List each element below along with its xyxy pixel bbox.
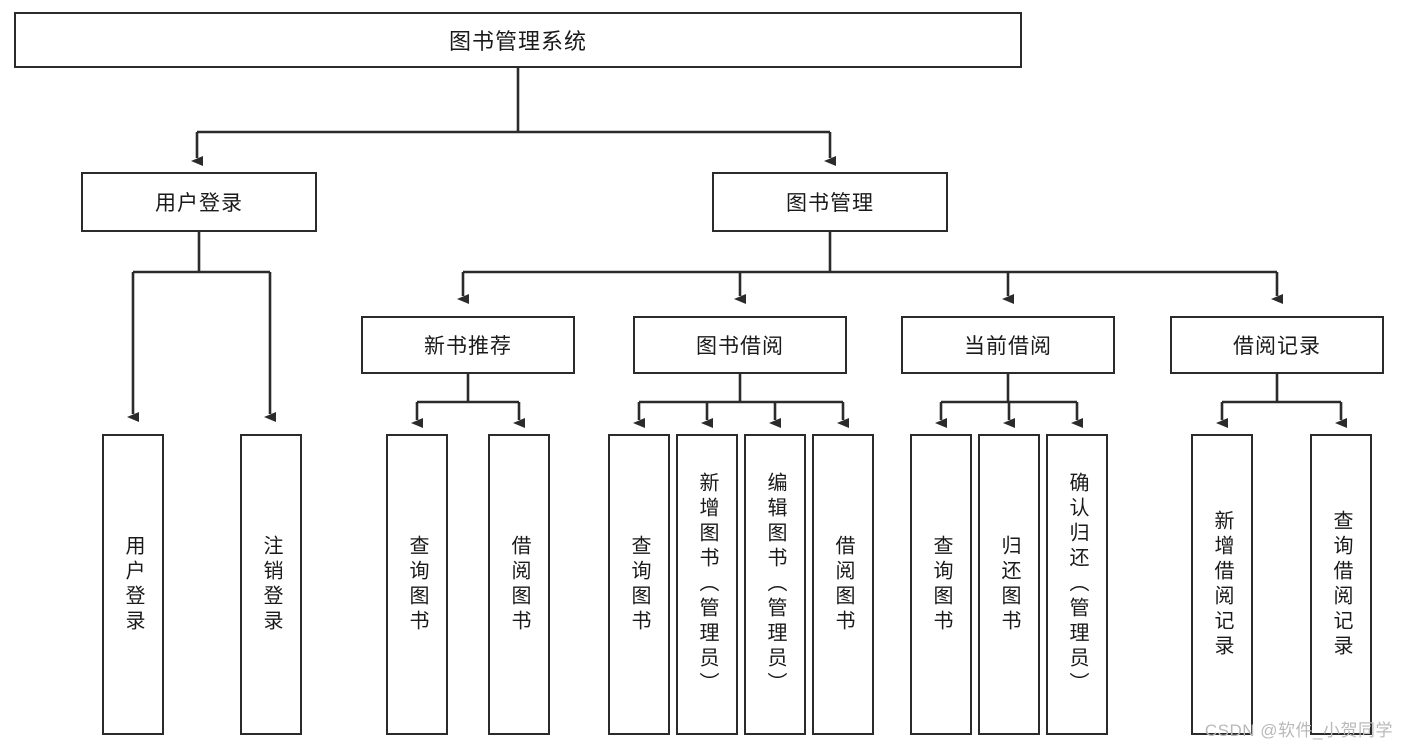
leaf-user-login-signin-label: 用户登录: [122, 534, 144, 635]
leaf-user-login-signin[interactable]: 用户登录: [102, 434, 164, 735]
leaf-book-borrow-add[interactable]: 新增图书（管理员）: [676, 434, 738, 735]
leaf-new-book-borrow[interactable]: 借阅图书: [488, 434, 550, 735]
leaf-new-book-query-label: 查询图书: [406, 534, 428, 635]
leaf-new-book-borrow-label: 借阅图书: [508, 534, 530, 635]
leaf-book-borrow-borrow-label: 借阅图书: [832, 534, 854, 635]
node-current-borrow[interactable]: 当前借阅: [901, 316, 1115, 374]
node-new-book-recommend[interactable]: 新书推荐: [361, 316, 575, 374]
leaf-current-borrow-query-label: 查询图书: [930, 534, 952, 635]
leaf-current-borrow-confirm[interactable]: 确认归还（管理员）: [1046, 434, 1108, 735]
leaf-user-login-signout-label: 注销登录: [260, 534, 282, 635]
node-current-borrow-label: 当前借阅: [964, 335, 1052, 358]
leaf-current-borrow-confirm-label: 确认归还（管理员）: [1066, 472, 1088, 697]
node-user-login[interactable]: 用户登录: [81, 172, 317, 232]
leaf-book-borrow-borrow[interactable]: 借阅图书: [812, 434, 874, 735]
leaf-book-borrow-edit-label: 编辑图书（管理员）: [764, 472, 786, 697]
node-user-login-label: 用户登录: [155, 192, 243, 215]
leaf-book-borrow-query[interactable]: 查询图书: [608, 434, 670, 735]
node-borrow-record[interactable]: 借阅记录: [1170, 316, 1384, 374]
leaf-user-login-signout[interactable]: 注销登录: [240, 434, 302, 735]
leaf-book-borrow-edit[interactable]: 编辑图书（管理员）: [744, 434, 806, 735]
leaf-current-borrow-return-label: 归还图书: [998, 534, 1020, 635]
node-root-system[interactable]: 图书管理系统: [14, 12, 1022, 68]
leaf-borrow-record-query-label: 查询借阅记录: [1330, 509, 1352, 660]
leaf-borrow-record-add-label: 新增借阅记录: [1211, 509, 1233, 660]
node-book-management[interactable]: 图书管理: [712, 172, 948, 232]
node-borrow-record-label: 借阅记录: [1233, 335, 1321, 358]
node-root-label: 图书管理系统: [448, 29, 587, 54]
node-book-borrow-label: 图书借阅: [696, 335, 784, 358]
node-book-borrow[interactable]: 图书借阅: [633, 316, 847, 374]
node-book-management-label: 图书管理: [786, 192, 874, 215]
leaf-borrow-record-query[interactable]: 查询借阅记录: [1310, 434, 1372, 735]
leaf-new-book-query[interactable]: 查询图书: [386, 434, 448, 735]
leaf-borrow-record-add[interactable]: 新增借阅记录: [1191, 434, 1253, 735]
csdn-watermark: CSDN @软件_小贺同学: [1204, 721, 1393, 740]
leaf-book-borrow-add-label: 新增图书（管理员）: [696, 472, 718, 697]
leaf-current-borrow-query[interactable]: 查询图书: [910, 434, 972, 735]
leaf-book-borrow-query-label: 查询图书: [628, 534, 650, 635]
leaf-current-borrow-return[interactable]: 归还图书: [978, 434, 1040, 735]
node-new-book-recommend-label: 新书推荐: [424, 335, 512, 358]
